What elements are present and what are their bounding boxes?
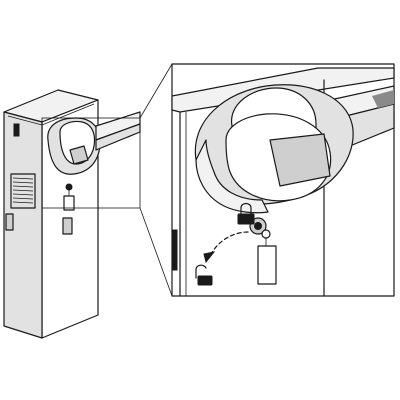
callout-lines	[139, 63, 173, 297]
padlock-unlocked-icon	[195, 264, 213, 286]
cabinet-front-handle	[62, 217, 73, 235]
detail-frame	[41, 117, 141, 209]
key-tag-small	[63, 183, 75, 211]
cabinet-side-slot	[13, 123, 20, 137]
motor-cover-small	[47, 117, 101, 175]
key-tag	[257, 238, 277, 285]
ventilation-grille	[10, 173, 36, 209]
padlock-locked-icon	[237, 202, 255, 225]
motor-cover-detail	[194, 84, 354, 214]
detail-view	[171, 63, 395, 297]
cabinet-side-handle	[5, 213, 14, 231]
rotation-arrow-icon	[203, 231, 249, 264]
